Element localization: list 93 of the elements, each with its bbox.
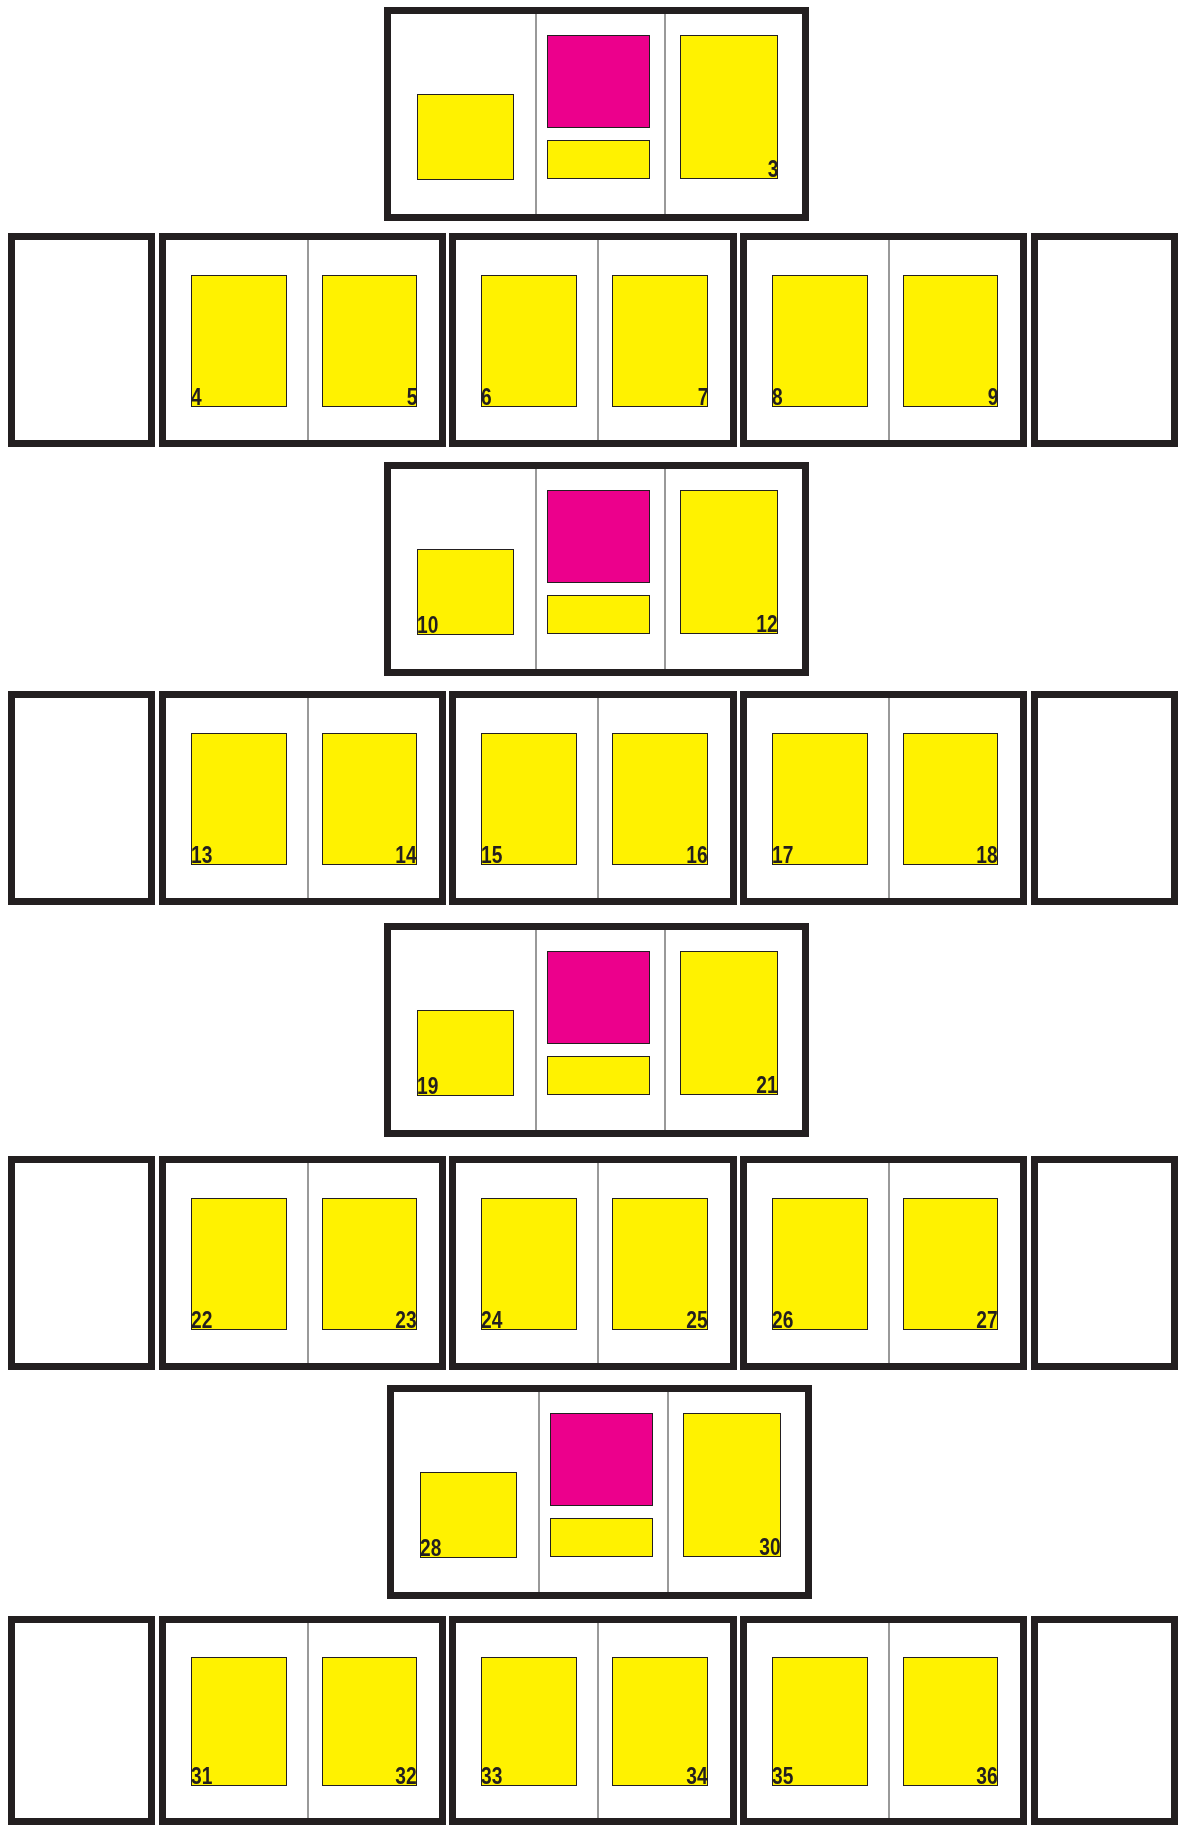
image-placeholder xyxy=(547,950,650,1044)
page-spread-frame xyxy=(159,1616,446,1825)
page-spread-frame xyxy=(740,691,1027,905)
page-block xyxy=(416,1010,514,1096)
text-block xyxy=(547,1056,650,1096)
page-number: 19 xyxy=(416,1074,439,1098)
cover-spread-frame xyxy=(384,462,809,676)
page-number: 32 xyxy=(395,1763,418,1788)
page-block xyxy=(191,1197,287,1330)
page-block xyxy=(902,732,999,865)
text-block xyxy=(550,1518,653,1558)
page-number: 36 xyxy=(976,1763,999,1788)
page-number: 23 xyxy=(395,1307,418,1332)
page-spread-frame xyxy=(740,1156,1027,1370)
page-spread-frame xyxy=(159,1156,446,1370)
page-spread-frame xyxy=(449,1616,737,1825)
page-number: 21 xyxy=(756,1073,779,1098)
blank-page-frame xyxy=(8,1616,155,1825)
page-number: 10 xyxy=(416,613,439,637)
page-block xyxy=(416,94,514,180)
blank-page-frame xyxy=(8,691,155,905)
cover-spread-frame xyxy=(384,923,809,1137)
page-block xyxy=(191,274,287,407)
page-number: 33 xyxy=(481,1763,503,1788)
page-block xyxy=(321,274,418,407)
page-number: 4 xyxy=(191,384,203,409)
page-block xyxy=(772,274,868,407)
page-block xyxy=(419,1472,517,1558)
image-placeholder xyxy=(550,1412,653,1506)
page-block xyxy=(191,1656,287,1786)
page-number: 27 xyxy=(976,1307,999,1332)
image-placeholder xyxy=(547,34,650,128)
blank-page-frame xyxy=(1031,691,1178,905)
page-number: 15 xyxy=(481,842,503,867)
page-block xyxy=(191,732,287,865)
page-number: 30 xyxy=(759,1535,782,1560)
page-spread-frame xyxy=(159,691,446,905)
page-number: 13 xyxy=(191,842,213,867)
page-block xyxy=(612,1197,709,1330)
page-spread-frame xyxy=(740,1616,1027,1825)
blank-page-frame xyxy=(1031,1616,1178,1825)
page-number: 7 xyxy=(697,384,709,409)
page-block xyxy=(902,274,999,407)
page-block xyxy=(612,732,709,865)
cover-spread-frame xyxy=(387,1385,812,1599)
page-block xyxy=(481,1197,578,1330)
page-number: 16 xyxy=(686,842,709,867)
text-block xyxy=(547,140,650,180)
page-number: 8 xyxy=(772,384,784,409)
page-block xyxy=(321,732,418,865)
page-number: 35 xyxy=(772,1763,794,1788)
page-number: 34 xyxy=(686,1763,709,1788)
page-number: 14 xyxy=(395,842,418,867)
page-number: 28 xyxy=(419,1536,442,1560)
page-block xyxy=(612,274,709,407)
page-block xyxy=(902,1656,999,1786)
page-block xyxy=(902,1197,999,1330)
image-placeholder xyxy=(547,489,650,583)
page-spread-frame xyxy=(740,233,1027,447)
text-block xyxy=(547,595,650,635)
page-spread-frame xyxy=(449,233,737,447)
page-number: 3 xyxy=(767,157,779,182)
page-spread-frame xyxy=(159,233,446,447)
page-number: 18 xyxy=(976,842,999,867)
page-number: 22 xyxy=(191,1307,213,1332)
page-spread-frame xyxy=(449,691,737,905)
page-block xyxy=(481,274,578,407)
page-spread-frame xyxy=(449,1156,737,1370)
page-block xyxy=(481,1656,578,1786)
blank-page-frame xyxy=(1031,233,1178,447)
page-number: 24 xyxy=(481,1307,503,1332)
page-block xyxy=(772,1197,868,1330)
blank-page-frame xyxy=(8,233,155,447)
page-block xyxy=(321,1197,418,1330)
page-number: 6 xyxy=(481,384,493,409)
page-block xyxy=(612,1656,709,1786)
page-block xyxy=(416,549,514,635)
page-number: 25 xyxy=(686,1307,709,1332)
page-block xyxy=(772,732,868,865)
blank-page-frame xyxy=(1031,1156,1178,1370)
page-block xyxy=(680,34,779,180)
page-block xyxy=(321,1656,418,1786)
page-number: 26 xyxy=(772,1307,794,1332)
page-block xyxy=(481,732,578,865)
page-number: 12 xyxy=(756,612,779,637)
page-block xyxy=(772,1656,868,1786)
page-block xyxy=(680,950,779,1096)
page-number: 31 xyxy=(191,1763,213,1788)
page-number: 17 xyxy=(772,842,794,867)
page-block xyxy=(683,1412,782,1558)
blank-page-frame xyxy=(8,1156,155,1370)
page-block xyxy=(680,489,779,635)
cover-spread-frame xyxy=(384,7,809,221)
